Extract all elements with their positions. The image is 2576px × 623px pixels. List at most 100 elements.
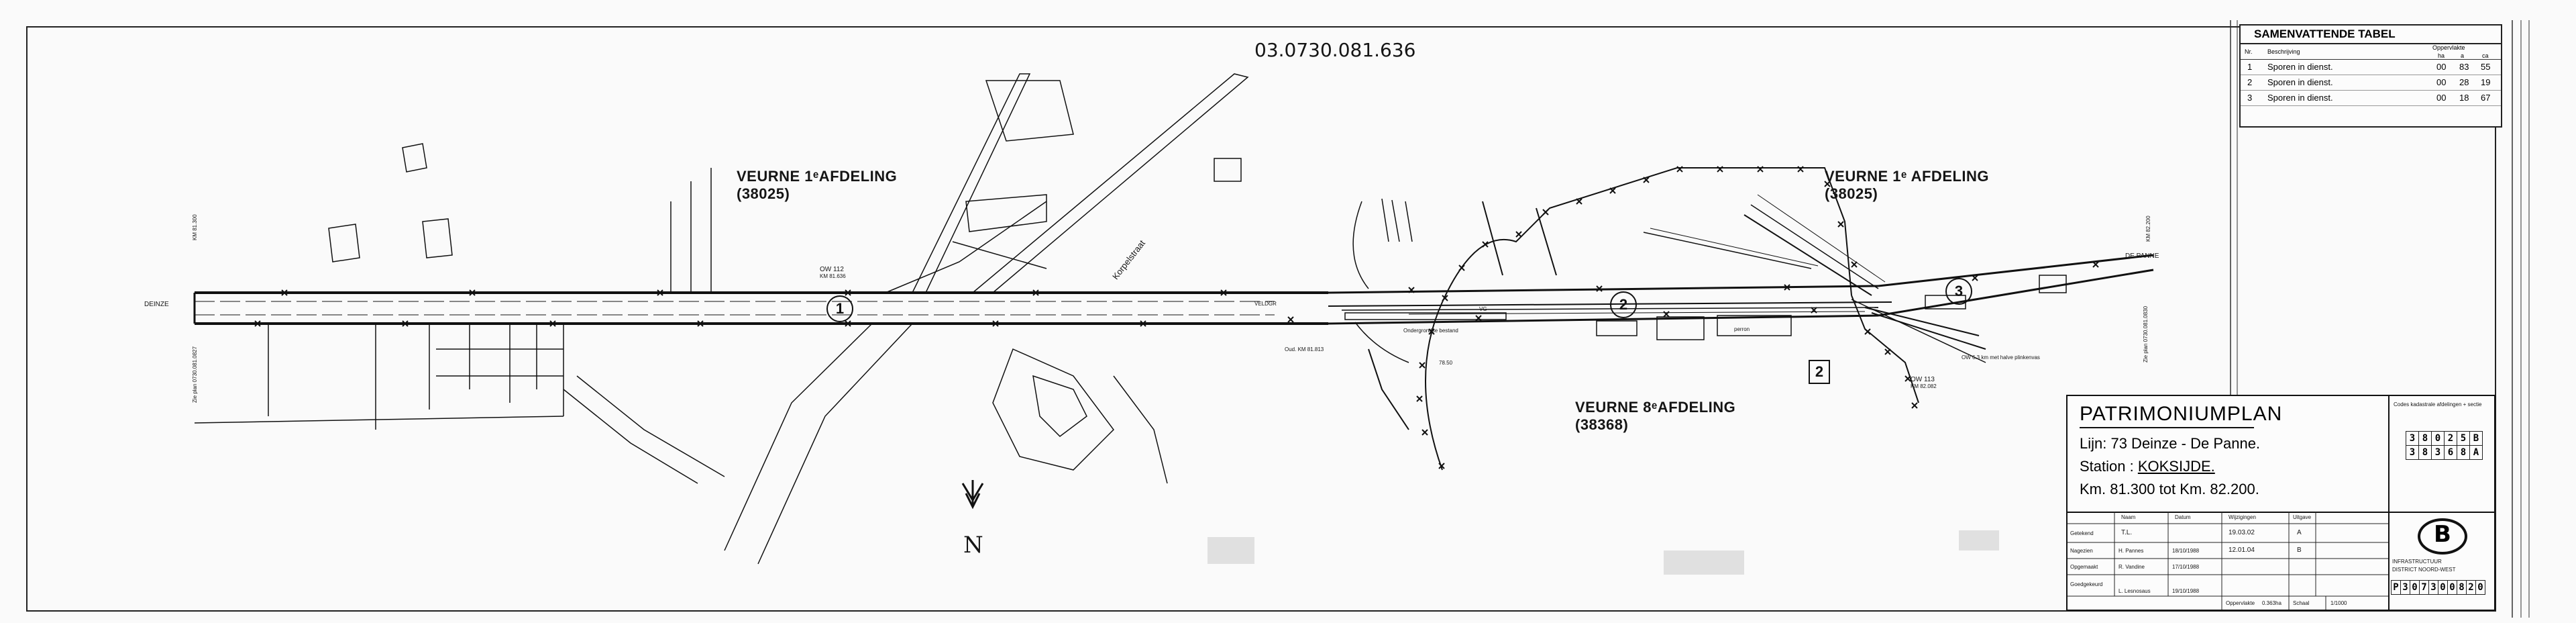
summary-row-a: 28 [2459, 77, 2469, 87]
parcel-marker-sq-2: 2 [1809, 360, 1830, 384]
schaal-label: Schaal [2293, 600, 2310, 606]
label-deinze: DEINZE [144, 301, 169, 308]
area-veurne-1-west: VEURNE 1ᵉAFDELING (38025) [737, 168, 897, 203]
hdr-uitgave: Uitgave [2293, 514, 2312, 520]
code-cell: B [2469, 431, 2483, 446]
summary-row-ca: 67 [2481, 93, 2491, 103]
summary-row-a: 83 [2459, 62, 2469, 72]
summary-col-ha: ha [2438, 52, 2445, 59]
area-veurne-1-east: VEURNE 1ᵉ AFDELING (38025) [1825, 168, 1989, 203]
summary-row-a: 18 [2459, 93, 2469, 103]
label-ref-left: Zie plan 0730.081.0827 [192, 346, 198, 403]
summary-col-nr: Nr. [2245, 48, 2253, 55]
area-veurne-1-west-code: (38025) [737, 185, 790, 202]
area-veurne-1-east-code: (38025) [1825, 185, 1878, 202]
label-ow112: OW 112 KM 81.636 [820, 266, 846, 279]
code-cell: 8 [2418, 431, 2432, 446]
label-ow113: OW 113 KM 82.082 [1911, 376, 1937, 389]
area-veurne-1-east-name: VEURNE 1ᵉ AFDELING [1825, 168, 1990, 185]
station-buildings [1344, 198, 2067, 363]
summary-col-area: Oppervlakte [2432, 44, 2465, 51]
code-cell: 8 [2457, 445, 2470, 460]
summary-col-ca: ca [2482, 52, 2489, 59]
plan-km-range: Km. 81.300 tot Km. 82.200. [2080, 481, 2259, 497]
label-oud-km: Oud. KM 81.813 [1285, 346, 1324, 352]
code-cell: A [2469, 445, 2483, 460]
hdr-datum: Datum [2175, 514, 2191, 520]
row-opgemaakt: Opgemaakt [2070, 564, 2098, 570]
title-main: PATRIMONIUMPLAN Lijn: 73 Deinze - De Pan… [2068, 396, 2390, 513]
code-cell: 3 [2431, 445, 2445, 460]
code-cell: 2 [2444, 431, 2457, 446]
plan-station-value: KOKSIJDE. [2137, 458, 2215, 475]
summary-col-desc: Beschrijving [2267, 48, 2300, 55]
area-veurne-8-name: VEURNE 8ᵉAFDELING [1575, 399, 1736, 416]
label-ref-right: Zie plan 0730.081.0830 [2143, 305, 2149, 363]
drawing-code-cell: 3 [2428, 580, 2438, 595]
row-goedgekeurd-naam: L. Lesnosaus [2118, 588, 2151, 594]
row-opgemaakt-datum: 17/10/1988 [2172, 564, 2200, 570]
b-logo-icon: B [2418, 518, 2467, 555]
drawing-code-cell: 0 [2410, 580, 2420, 595]
row-getekend: Getekend [2070, 530, 2094, 536]
summary-header-row: Nr. Beschrijving Oppervlakte ha a ca [2241, 44, 2501, 60]
summary-row-ha: 00 [2436, 77, 2447, 87]
row-goedgekeurd-datum: 19/10/1988 [2172, 588, 2200, 594]
drawing-code-cell: 0 [2438, 580, 2448, 595]
drawing-code-cell: 8 [2457, 580, 2467, 595]
cross-markers [254, 166, 2099, 469]
org-line-2: DISTRICT NOORD-WEST [2392, 567, 2456, 573]
area-veurne-1-west-name: VEURNE 1ᵉAFDELING [737, 168, 898, 185]
label-ow112-name: OW 112 [820, 266, 844, 273]
summary-row-desc: Sporen in dienst. [2267, 77, 2333, 87]
summary-row-nr: 2 [2247, 77, 2253, 87]
wijziging-2: 12.01.04 [2229, 546, 2255, 554]
label-ow-kant: OW 6.3 km met halve plinkenvas [1962, 354, 2040, 361]
summary-row: 3 Sporen in dienst. 00 18 67 [2241, 91, 2501, 106]
drawing-code-grid: P 3 0 7 3 0 0 8 2 0 [2391, 580, 2485, 595]
hdr-wijzigingen: Wijzigingen [2229, 514, 2256, 520]
label-veldgr: VELDGR [1254, 301, 1277, 307]
summary-row-nr: 3 [2247, 93, 2253, 103]
signature-block: Naam Datum Wijzigingen Uitgave Getekend … [2068, 512, 2390, 610]
summary-row: 1 Sporen in dienst. 00 83 55 [2241, 60, 2501, 75]
row-nagezien: Nagezien [2070, 548, 2093, 554]
drawing-ref-top: 03.0730.081.636 [1254, 39, 1416, 61]
area-veurne-8-code: (38368) [1575, 416, 1629, 433]
summary-row-ha: 00 [2436, 93, 2447, 103]
org-line-1: INFRASTRUCTUUR [2392, 559, 2442, 565]
summary-title: SAMENVATTENDE TABEL [2241, 26, 2501, 44]
label-ow112-km: KM 81.636 [820, 273, 846, 279]
title-block: PATRIMONIUMPLAN Lijn: 73 Deinze - De Pan… [2066, 395, 2496, 611]
codes-grid: 3 8 0 2 5 B 3 8 3 6 8 A [2406, 431, 2483, 460]
wijziging-1: 19.03.02 [2229, 529, 2255, 536]
opp-value: 0.363ha [2262, 600, 2282, 606]
hdr-naam: Naam [2121, 514, 2136, 520]
summary-row-nr: 1 [2247, 62, 2253, 72]
code-cell: 0 [2431, 431, 2445, 446]
plan-station: Station : KOKSIJDE. [2080, 458, 2215, 475]
signature-grid [2068, 512, 2388, 610]
drawing-code-cell: 7 [2419, 580, 2429, 595]
row-opgemaakt-naam: R. Vandine [2118, 564, 2145, 570]
plan-station-label: Station : [2080, 458, 2134, 475]
code-cell: 3 [2406, 445, 2419, 460]
label-vg: VG [1479, 306, 1487, 312]
summary-row-desc: Sporen in dienst. [2267, 93, 2333, 103]
label-onderg: Ondergrondse bestand [1403, 328, 1458, 334]
summary-row-ca: 19 [2481, 77, 2491, 87]
summary-row: 2 Sporen in dienst. 00 28 19 [2241, 75, 2501, 91]
summary-col-a: a [2461, 52, 2465, 59]
label-ow113-name: OW 113 [1911, 376, 1935, 383]
summary-row-ca: 55 [2481, 62, 2491, 72]
parcels-west [193, 73, 1249, 565]
drawing-code-cell: 3 [2400, 580, 2410, 595]
code-cell: 5 [2457, 431, 2470, 446]
parcel-marker-2: 2 [1610, 291, 1637, 318]
codes-label: Codes kadastrale afdelingen + sectie [2394, 401, 2482, 408]
print-smudges [1208, 530, 1999, 575]
uitgave-1: A [2297, 529, 2302, 536]
parcel-marker-1: 1 [826, 295, 853, 322]
area-veurne-8: VEURNE 8ᵉAFDELING (38368) [1575, 399, 1735, 434]
label-distance: 78.50 [1439, 360, 1453, 366]
